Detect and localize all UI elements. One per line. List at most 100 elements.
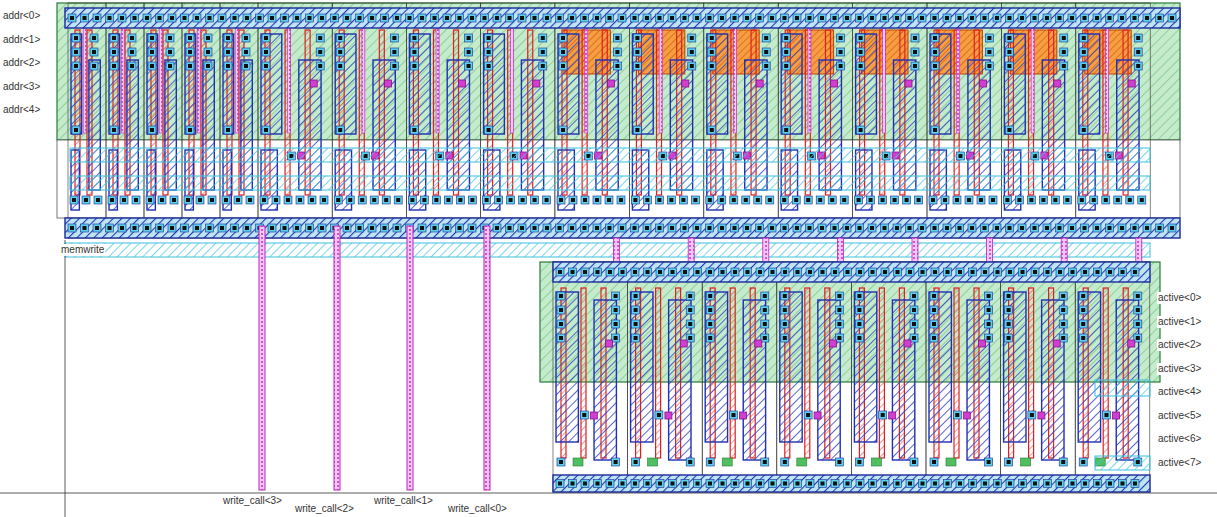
layout-shape [781, 268, 789, 276]
layout-shape [533, 16, 537, 20]
layout-shape [783, 482, 787, 486]
layout-shape [92, 64, 96, 68]
layout-shape [261, 34, 282, 134]
layout-shape [410, 62, 418, 70]
layout-shape [443, 14, 451, 22]
signal-label: addr<3> [2, 81, 41, 93]
layout-shape [780, 196, 788, 204]
layout-shape [1021, 458, 1031, 466]
layout-shape [531, 196, 539, 204]
layout-shape [930, 306, 938, 314]
gate-cell [1076, 3, 1150, 238]
layout-shape [555, 3, 629, 238]
layout-shape [632, 334, 640, 342]
layout-shape [243, 14, 251, 22]
layout-shape [893, 224, 901, 232]
layout-shape [1081, 268, 1089, 276]
layout-shape [1005, 48, 1013, 56]
layout-shape [1059, 292, 1067, 300]
layout-shape [631, 224, 639, 232]
layout-shape [1081, 14, 1089, 22]
layout-shape [158, 226, 162, 230]
layout-shape [804, 196, 812, 204]
layout-shape [310, 80, 317, 87]
layout-shape [829, 340, 836, 347]
layout-shape [857, 460, 861, 464]
layout-shape [1095, 456, 1150, 470]
layout-shape [172, 198, 176, 202]
layout-shape [1094, 268, 1102, 276]
layout-shape [1095, 226, 1099, 230]
layout-shape [1043, 14, 1051, 22]
layout-shape [744, 198, 748, 202]
layout-shape [1102, 196, 1110, 204]
layout-shape [635, 128, 639, 132]
layout-shape [557, 196, 565, 204]
signal-label: write_call<2> [294, 503, 355, 515]
layout-shape [148, 126, 156, 134]
layout-shape [745, 226, 749, 230]
gate-cell [182, 3, 220, 238]
layout-shape [1061, 294, 1065, 298]
layout-shape [833, 482, 837, 486]
layout-shape [761, 320, 769, 328]
layout-shape [74, 36, 78, 40]
layout-shape [1126, 196, 1134, 204]
layout-shape [659, 28, 662, 133]
layout-shape [756, 80, 763, 87]
layout-shape [808, 16, 812, 20]
layout-shape [410, 34, 418, 42]
layout-shape [218, 224, 226, 232]
layout-shape [223, 34, 234, 134]
layout-shape [1106, 28, 1109, 133]
layout-shape [95, 226, 99, 230]
layout-shape [596, 60, 618, 190]
layout-shape [1138, 196, 1146, 204]
layout-shape [612, 306, 620, 314]
layout-shape [420, 196, 428, 204]
layout-shape [656, 288, 661, 458]
layout-shape [497, 198, 501, 202]
layout-shape [110, 126, 118, 134]
layout-shape [755, 340, 762, 347]
layout-shape [298, 198, 302, 202]
layout-shape [1062, 36, 1066, 40]
layout-shape [293, 224, 301, 232]
layout-shape [557, 320, 565, 328]
layout-shape [338, 50, 342, 54]
signal-label: memwrite [60, 244, 105, 256]
layout-shape [1114, 196, 1122, 204]
layout-shape [756, 268, 764, 276]
layout-shape [831, 14, 839, 22]
layout-shape [70, 16, 74, 20]
layout-shape [710, 128, 714, 132]
signal-label: active<0> [1157, 292, 1202, 304]
layout-shape [763, 460, 767, 464]
layout-shape [910, 320, 918, 328]
layout-shape [706, 480, 714, 488]
layout-shape [1080, 34, 1088, 42]
signal-label: active<6> [1157, 433, 1202, 445]
layout-shape [608, 16, 612, 20]
layout-shape [806, 413, 810, 417]
layout-shape [112, 64, 116, 68]
layout-shape [1120, 226, 1124, 230]
layout-shape [1068, 14, 1076, 22]
layout-shape [761, 306, 769, 314]
gate-cell [853, 3, 927, 238]
layout-shape [632, 34, 653, 134]
layout-shape [904, 340, 911, 347]
layout-shape [346, 196, 354, 204]
layout-shape [688, 48, 696, 56]
layout-shape [1062, 50, 1066, 54]
layout-shape [784, 64, 788, 68]
layout-shape [112, 50, 116, 54]
layout-shape [443, 224, 451, 232]
layout-shape [495, 16, 499, 20]
layout-shape [583, 482, 587, 486]
layout-shape [987, 322, 991, 326]
layout-shape [708, 62, 716, 70]
layout-shape [839, 36, 843, 40]
layout-shape [204, 34, 212, 42]
